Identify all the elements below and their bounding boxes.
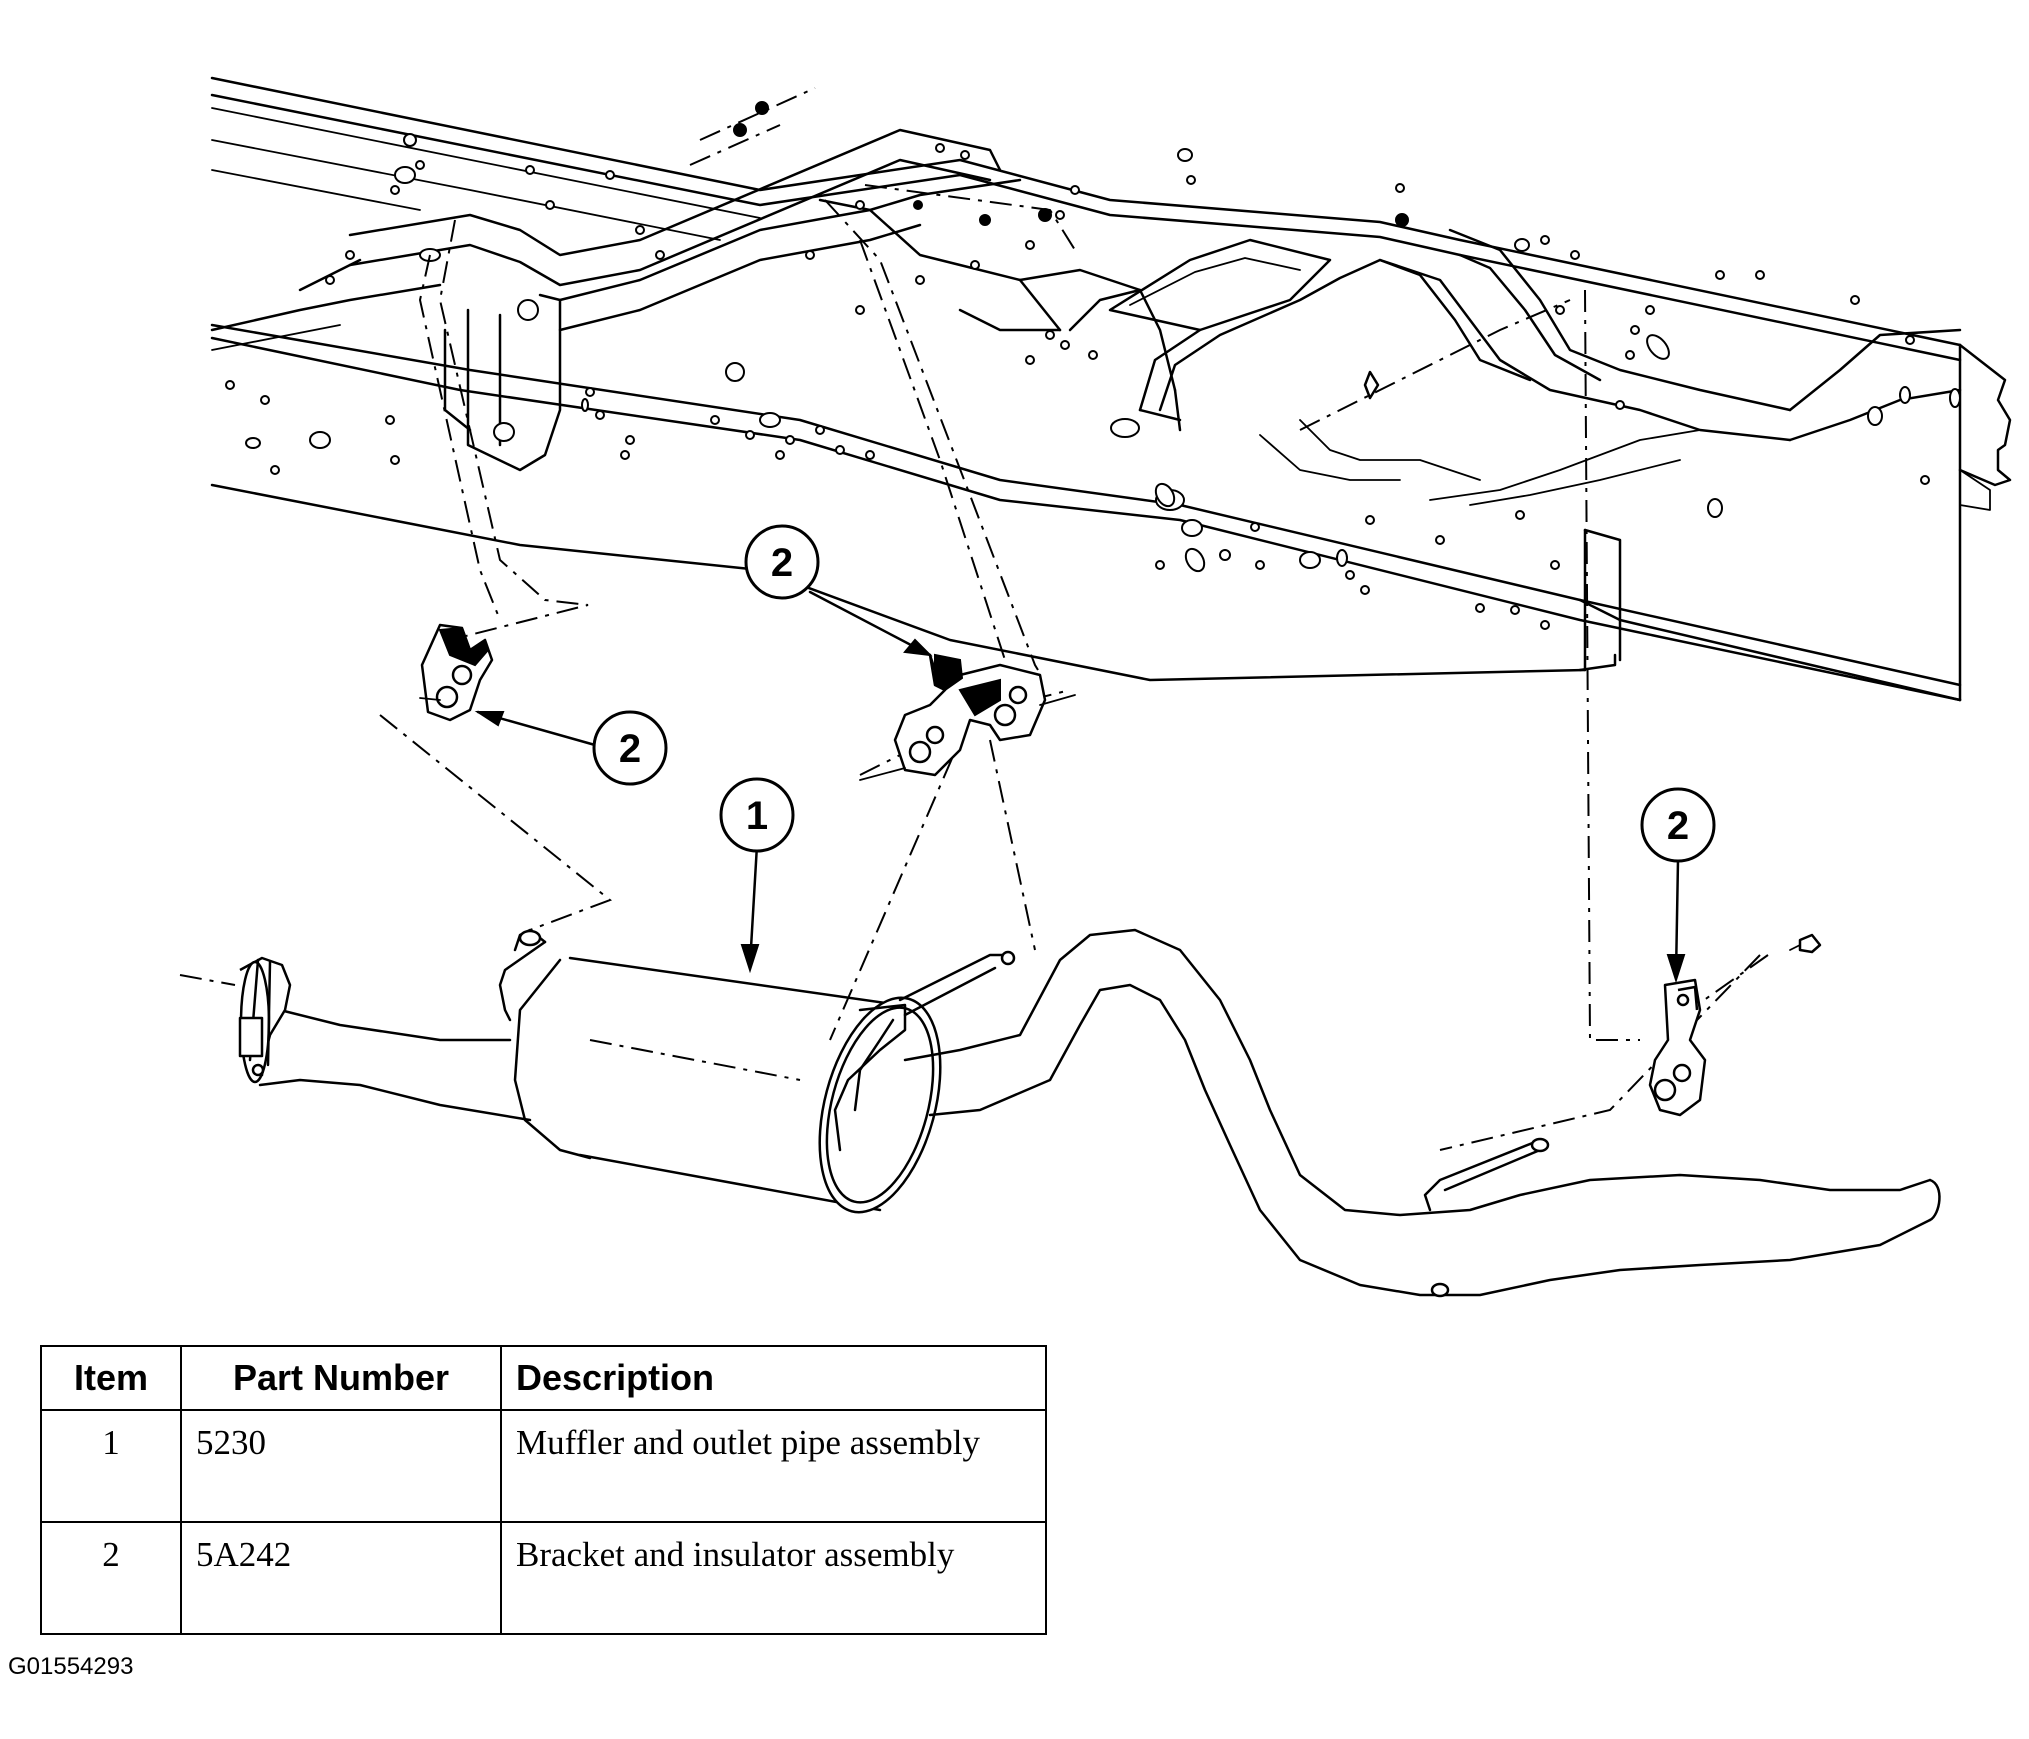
muffler-outlet-pipe-assembly — [238, 928, 1941, 1298]
alignment-guides — [179, 199, 1769, 1151]
svg-text:2: 2 — [771, 541, 793, 585]
cell-item: 1 — [40, 1409, 182, 1523]
cell-part-number: 5A242 — [180, 1521, 502, 1635]
frame-holes — [225, 133, 1961, 630]
header-item: Item — [40, 1345, 182, 1411]
bracket-insulator-rear — [1648, 933, 1822, 1117]
table-header-row: Item Part Number Description — [40, 1345, 1047, 1411]
bracket-insulator-middle — [859, 653, 1076, 781]
table-row: 2 5A242 Bracket and insulator assembly — [40, 1521, 1047, 1635]
figure-id: G01554293 — [8, 1653, 134, 1680]
table-row: 1 5230 Muffler and outlet pipe assembly — [40, 1409, 1047, 1523]
callout-leaders — [474, 590, 1686, 984]
callout-2-front-hanger: 2 — [592, 710, 668, 786]
parts-table: Item Part Number Description 1 5230 Muff… — [40, 1345, 1047, 1635]
callout-2-rear-hanger: 2 — [1640, 787, 1716, 863]
svg-text:2: 2 — [1667, 804, 1689, 848]
cell-description: Muffler and outlet pipe assembly — [500, 1409, 1047, 1523]
cell-part-number: 5230 — [180, 1409, 502, 1523]
callout-1-muffler: 1 — [719, 777, 795, 853]
header-part-number: Part Number — [180, 1345, 502, 1411]
vehicle-frame — [210, 76, 2012, 702]
header-description: Description — [500, 1345, 1047, 1411]
svg-text:1: 1 — [746, 794, 768, 838]
callout-2-middle-hanger: 2 — [744, 524, 820, 600]
bracket-insulator-front — [419, 623, 494, 722]
cell-description: Bracket and insulator assembly — [500, 1521, 1047, 1635]
svg-text:2: 2 — [619, 727, 641, 771]
cell-item: 2 — [40, 1521, 182, 1635]
frame-fasteners — [733, 101, 1409, 227]
